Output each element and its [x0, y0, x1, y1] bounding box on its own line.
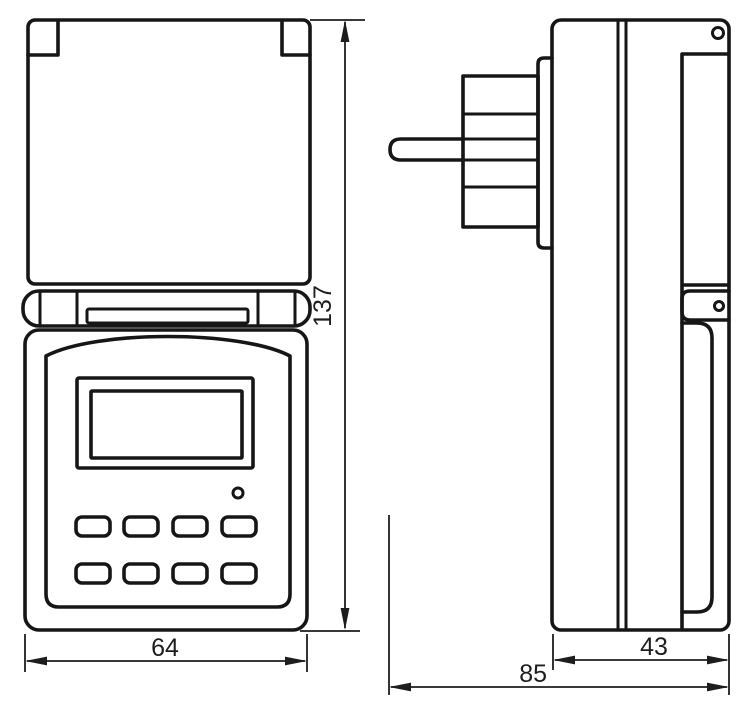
flap-cover-outline	[26, 18, 312, 286]
front-panel-profile	[680, 321, 714, 614]
dimension-label-width: 64	[151, 634, 179, 662]
flap-corner-clip-left	[26, 19, 60, 57]
arrowhead-right	[285, 656, 307, 666]
arrowhead-right	[707, 655, 729, 665]
control-panel	[44, 334, 292, 609]
arrowhead-up	[340, 20, 350, 42]
hinge-block-side	[680, 289, 731, 322]
hinge-bar	[21, 289, 312, 328]
indicator-led	[231, 486, 245, 500]
lcd-display-frame	[75, 376, 255, 470]
keypad-button	[74, 515, 112, 538]
hinge-divider-lines	[38, 292, 297, 325]
arrowhead-left	[25, 656, 47, 666]
device-body-side	[550, 18, 731, 632]
keypad-button	[74, 562, 112, 585]
keypad-button	[122, 562, 160, 585]
side-view	[388, 18, 731, 632]
screw-hole-hinge	[713, 300, 725, 312]
dimension-body-depth: 43	[552, 633, 730, 695]
dimension-overall-width: 64	[24, 634, 308, 672]
keypad-button	[171, 562, 209, 585]
keypad-button	[171, 515, 209, 538]
front-view	[21, 18, 312, 632]
arrowhead-left	[553, 655, 575, 665]
keypad-button	[220, 562, 258, 585]
dimension-overall-height: 137	[300, 19, 365, 632]
dimension-overall-depth: 85	[388, 515, 729, 695]
dimension-label-body-depth: 43	[640, 633, 668, 661]
dimension-annotations: 137 64 43 85	[24, 19, 730, 695]
plug-pin	[388, 137, 465, 162]
plug-body	[461, 74, 540, 229]
dimension-label-height: 137	[309, 285, 337, 327]
keypad-row-2	[74, 562, 258, 585]
plug-body-ribs	[463, 112, 538, 189]
plug-gasket	[536, 56, 554, 250]
dimension-label-overall-depth: 85	[519, 660, 547, 688]
keypad-button	[220, 515, 258, 538]
latch-handle	[85, 307, 250, 325]
lcd-display-screen	[89, 389, 244, 460]
flap-corner-clip-right	[280, 19, 312, 57]
screw-hole-top	[711, 26, 725, 40]
housing-parting-lines	[616, 21, 628, 629]
arrowhead-left	[389, 682, 411, 692]
device-body-front	[23, 328, 309, 632]
arrowhead-down	[340, 608, 350, 630]
keypad-button	[122, 515, 160, 538]
arrowhead-right	[707, 682, 729, 692]
keypad-row-1	[74, 515, 258, 538]
